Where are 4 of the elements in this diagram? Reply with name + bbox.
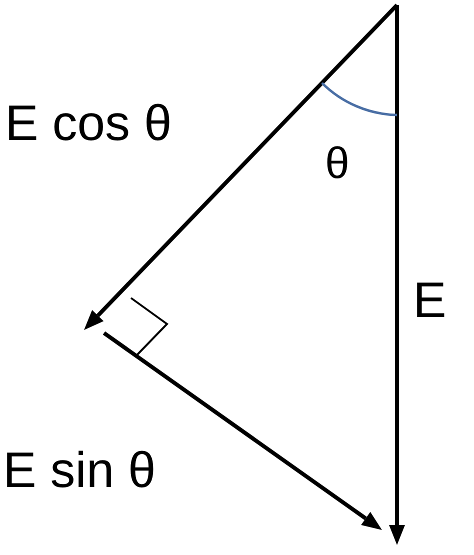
vector-label: E sin θ xyxy=(3,445,156,495)
vector-label: E cos θ xyxy=(5,98,172,148)
vector-label: E xyxy=(413,275,446,325)
angle-label: θ xyxy=(325,142,350,186)
